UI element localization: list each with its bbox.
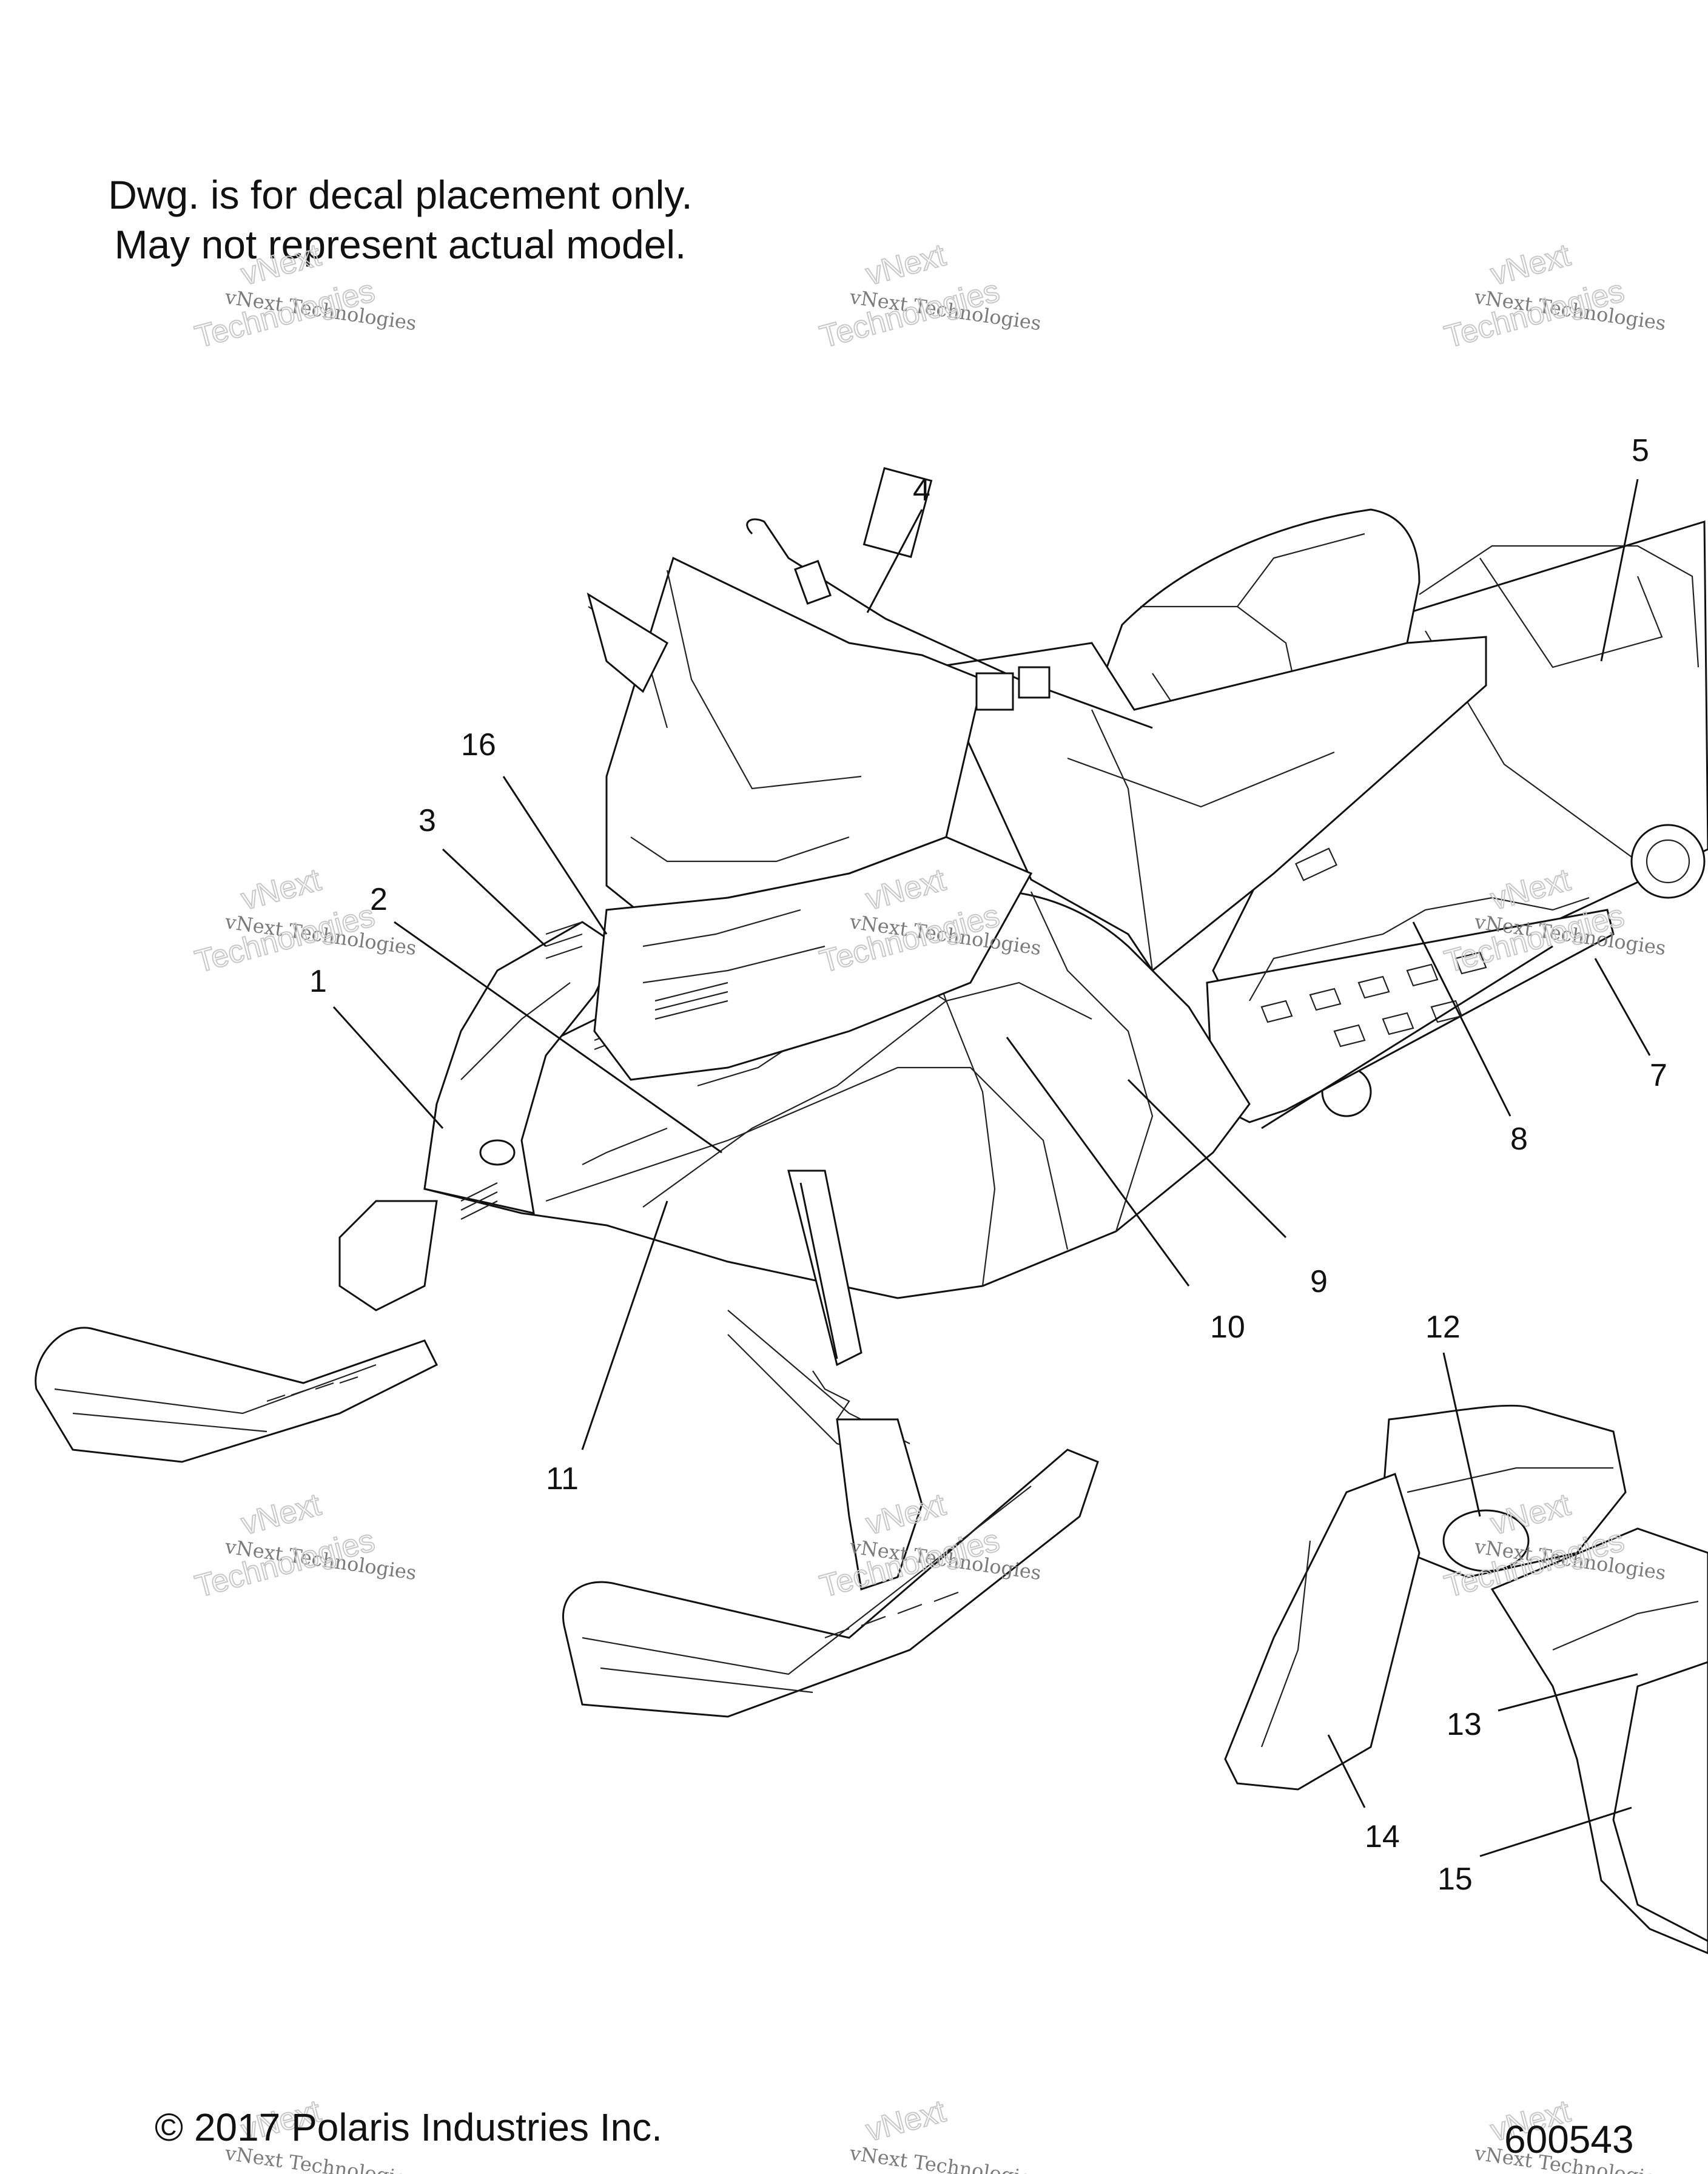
svg-text:vNext: vNext [1487, 237, 1575, 292]
note-line-1: Dwg. is for decal placement only. [108, 172, 693, 217]
callout-15: 15 [1437, 1862, 1473, 1897]
svg-text:vNext: vNext [862, 2093, 950, 2149]
leader-lines [332, 479, 1651, 1857]
callout-5: 5 [1632, 433, 1649, 468]
svg-text:vNext: vNext [238, 862, 325, 917]
svg-text:vNext: vNext [238, 237, 325, 292]
callout-3: 3 [419, 803, 436, 838]
callout-13: 13 [1447, 1707, 1482, 1742]
callout-11: 11 [546, 1461, 579, 1496]
callout-labels: 1 2 3 4 5 7 8 9 10 11 12 13 14 15 16 [309, 433, 1667, 1897]
drawing-number: 600543 [1504, 2118, 1634, 2161]
copyright-text: © 2017 Polaris Industries Inc. [155, 2105, 662, 2149]
svg-text:Technologies: Technologies [816, 273, 1003, 355]
callout-14: 14 [1365, 1819, 1400, 1854]
callout-8: 8 [1510, 1122, 1528, 1157]
placement-note: Dwg. is for decal placement only. May no… [49, 170, 752, 269]
callout-2: 2 [370, 882, 388, 917]
callout-4: 4 [913, 473, 930, 508]
svg-text:Technologies: Technologies [192, 1523, 378, 1604]
callout-12: 12 [1425, 1310, 1461, 1345]
callout-1: 1 [309, 964, 327, 999]
snowmobile-drawing [35, 467, 1708, 1954]
callout-7: 7 [1650, 1058, 1667, 1093]
callout-9: 9 [1310, 1264, 1328, 1299]
svg-text:vNext: vNext [238, 1487, 325, 1542]
svg-text:Technologies: Technologies [192, 898, 378, 980]
callout-16: 16 [461, 727, 496, 762]
svg-text:Technologies: Technologies [192, 273, 378, 355]
note-line-2: May not represent actual model. [114, 222, 687, 267]
svg-text:Technologies: Technologies [1441, 273, 1628, 355]
svg-text:vNext: vNext [862, 237, 950, 292]
callout-10: 10 [1210, 1310, 1245, 1345]
